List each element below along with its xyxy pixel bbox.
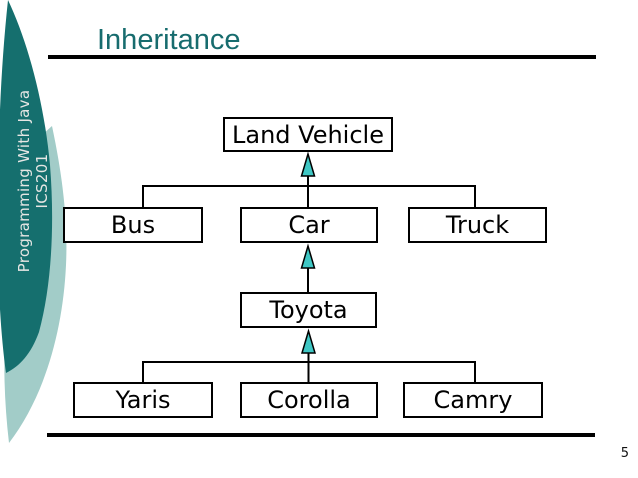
footer-rule bbox=[47, 433, 595, 437]
node-yaris: Yaris bbox=[73, 382, 213, 418]
node-car: Car bbox=[240, 207, 378, 243]
connector-row2 bbox=[142, 176, 476, 207]
page-number: 5 bbox=[620, 446, 629, 461]
inheritance-arrow-icon bbox=[300, 243, 316, 269]
node-bus: Bus bbox=[63, 207, 203, 243]
node-truck: Truck bbox=[408, 207, 547, 243]
title-underline bbox=[48, 55, 596, 59]
connector-row4 bbox=[142, 353, 476, 383]
dark-crescent-shape bbox=[0, 0, 53, 373]
node-land-vehicle: Land Vehicle bbox=[223, 117, 393, 152]
inheritance-arrow-icon bbox=[300, 151, 316, 177]
sidebar-decoration bbox=[0, 0, 67, 443]
page-title: Inheritance bbox=[97, 24, 241, 56]
node-corolla: Corolla bbox=[240, 382, 378, 418]
node-camry: Camry bbox=[403, 382, 543, 418]
node-toyota: Toyota bbox=[240, 292, 377, 328]
inheritance-arrow-icon bbox=[300, 328, 317, 354]
